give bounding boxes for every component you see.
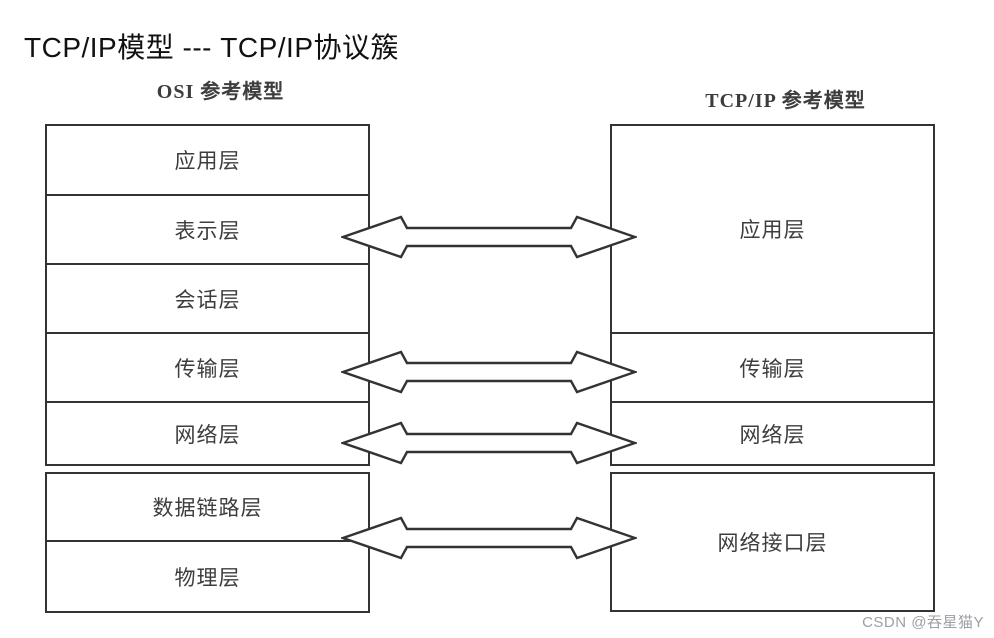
osi-layer-physical: 物理层 [174, 565, 241, 590]
osi-layer-presentation: 表示层 [47, 196, 368, 265]
tcpip-layer-network: 网络层 [739, 422, 806, 447]
osi-layer-application: 应用层 [47, 126, 368, 196]
double-arrow-presentation-to-application-icon [341, 214, 637, 260]
page-title: TCP/IP模型 --- TCP/IP协议簇 [24, 32, 400, 63]
tcpip-lower-stack: 网络接口层 [610, 472, 935, 612]
tcpip-layer-transport: 传输层 [612, 334, 933, 403]
tcpip-upper-stack: 应用层 传输层 网络层 [610, 124, 935, 466]
osi-lower-stack: 数据链路层 物理层 [45, 472, 370, 613]
double-arrow-transport-to-transport-icon [341, 349, 637, 395]
osi-upper-stack: 应用层 表示层 会话层 传输层 网络层 [45, 124, 370, 466]
double-arrow-datalink-to-network-interface-icon [341, 515, 637, 561]
tcpip-layer-application: 应用层 [612, 126, 933, 334]
osi-layer-transport: 传输层 [47, 334, 368, 403]
csdn-watermark: CSDN @吞星猫Y [862, 614, 984, 631]
double-arrow-network-to-network-icon [341, 420, 637, 466]
osi-layer-datalink: 数据链路层 [47, 474, 368, 542]
osi-layer-session: 会话层 [47, 265, 368, 334]
osi-layer-network: 网络层 [174, 422, 241, 447]
tcpip-layer-network-interface: 网络接口层 [717, 531, 828, 555]
osi-model-header: OSI 参考模型 [156, 81, 285, 103]
tcpip-model-header: TCP/IP 参考模型 [705, 90, 866, 112]
